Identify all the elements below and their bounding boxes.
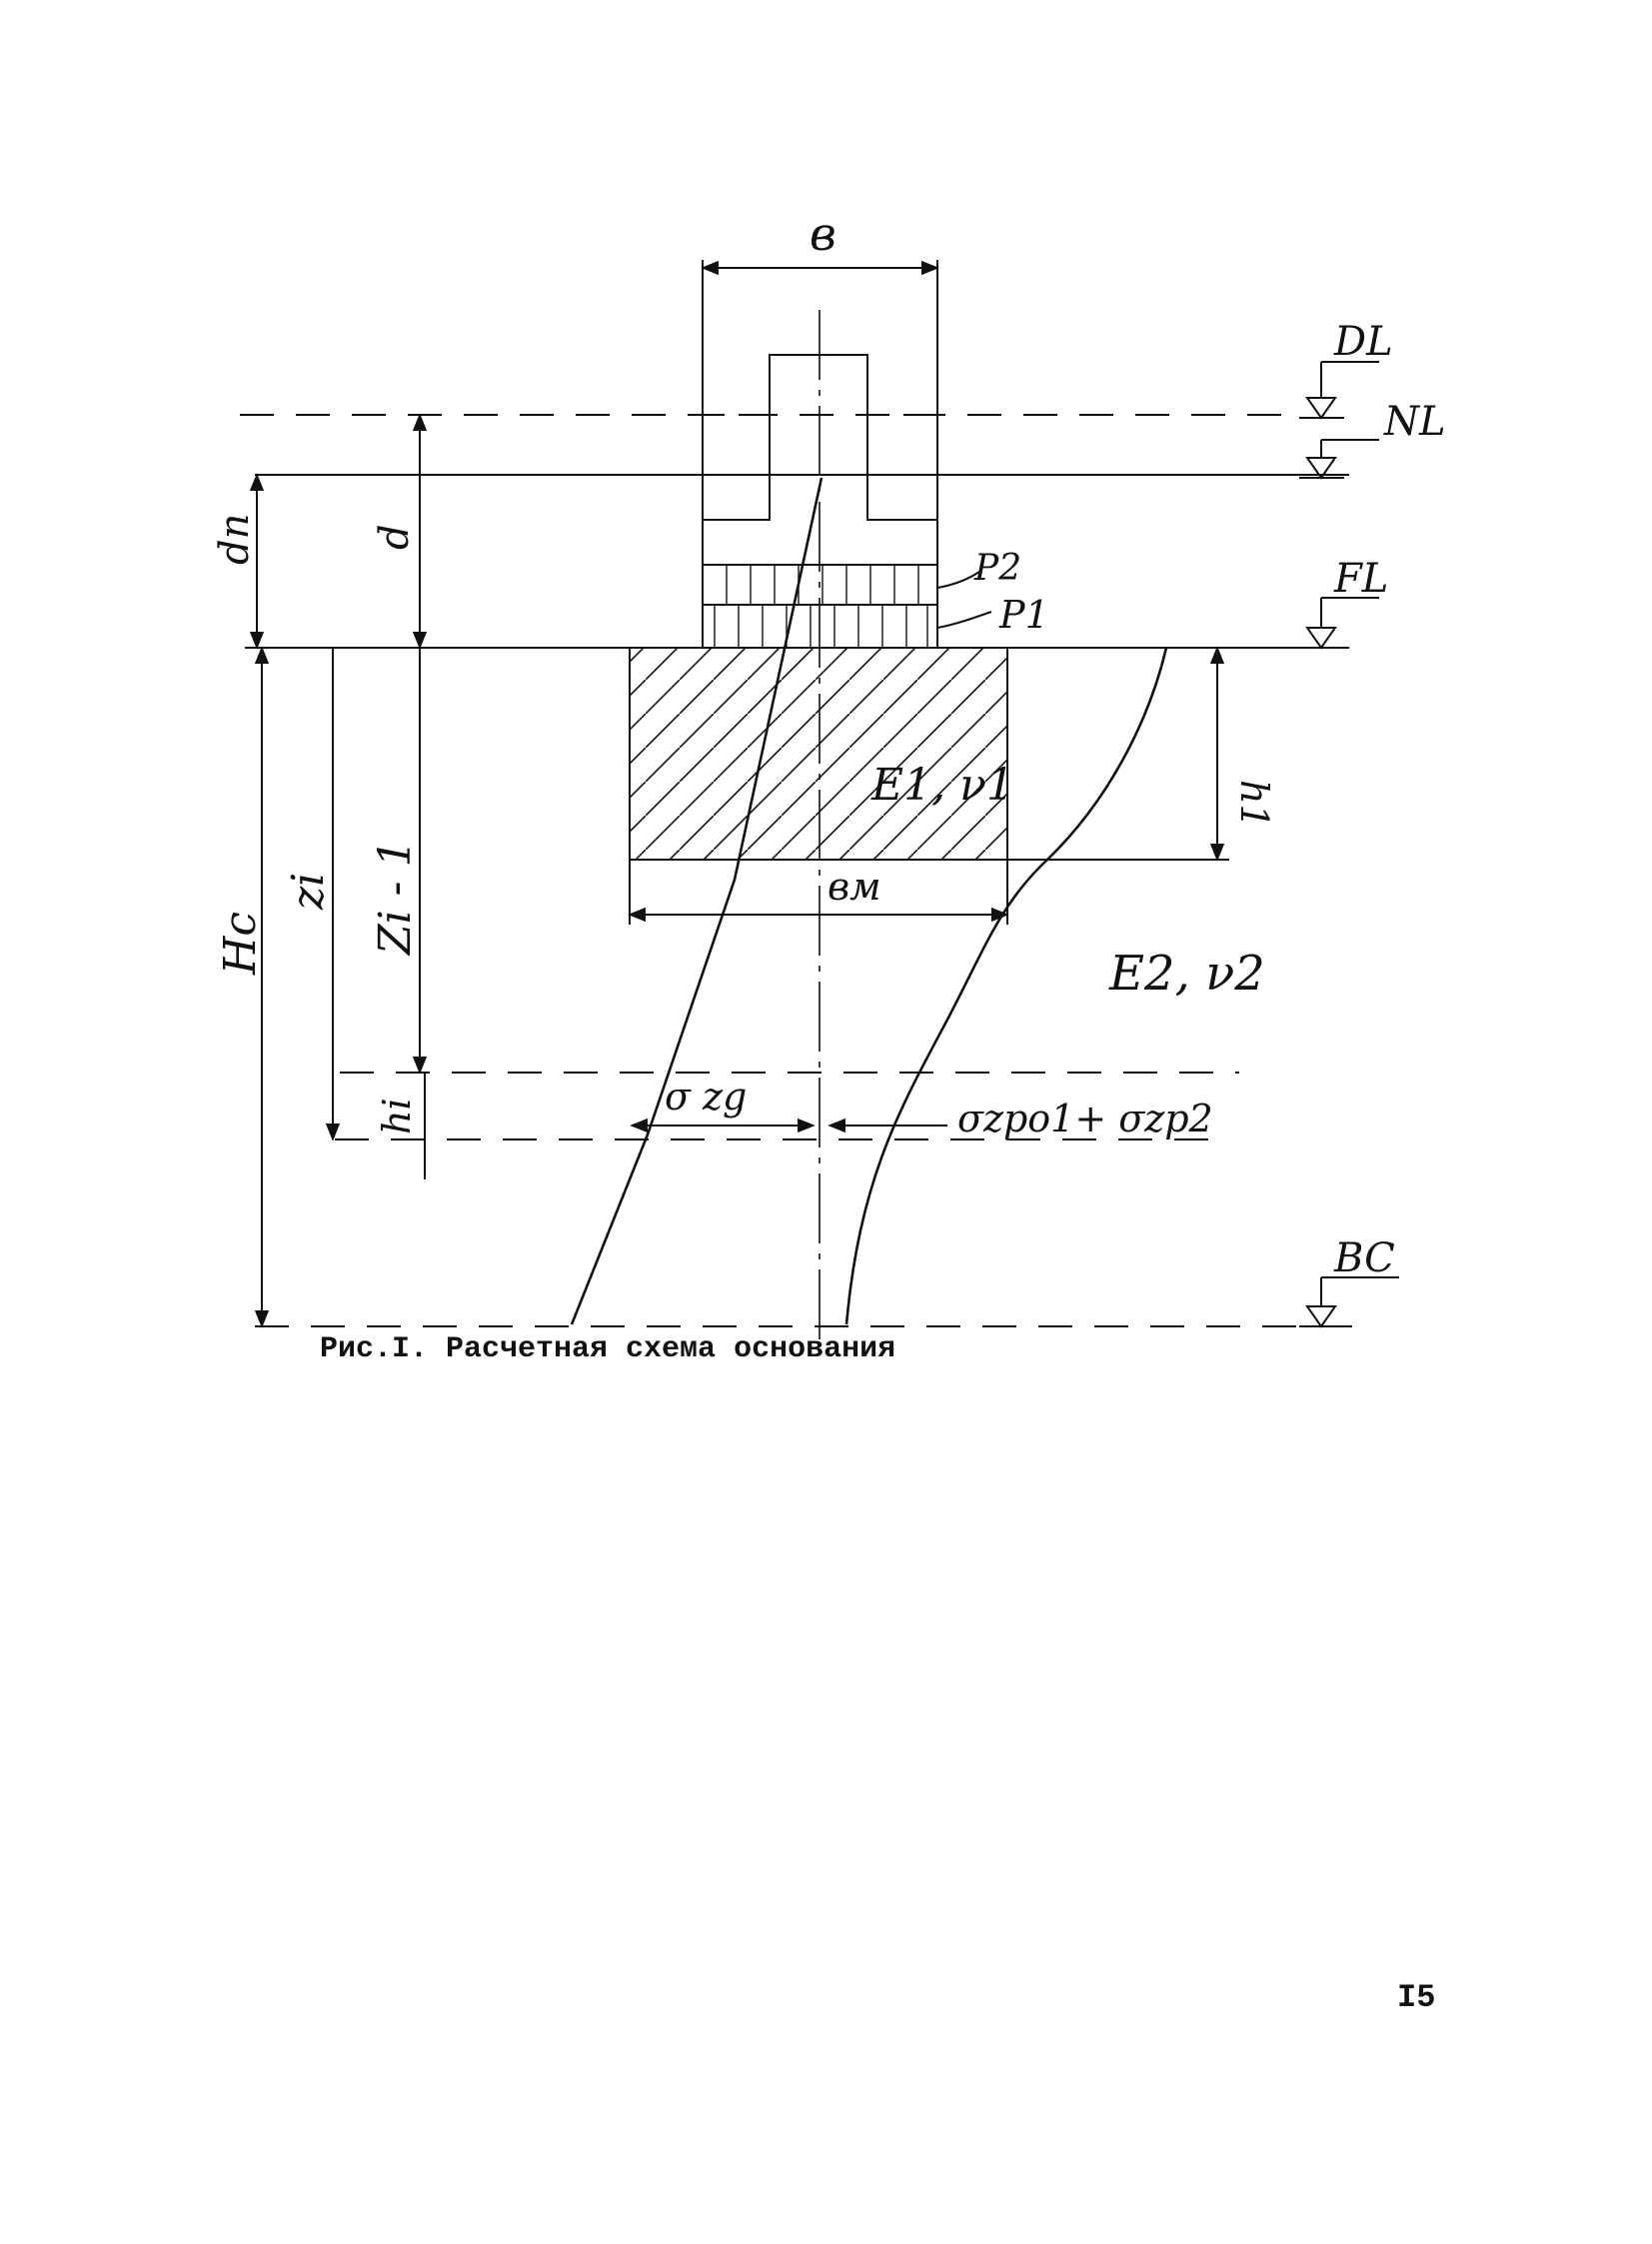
label-p1: P1 [998, 593, 1049, 637]
label-hi: hi [375, 1098, 419, 1134]
label-b: в [810, 207, 836, 261]
label-e1-v1: E1, ν1 [870, 760, 1014, 811]
label-dn: dn [212, 514, 258, 565]
label-sigma-zg: σ zg [665, 1075, 747, 1119]
label-hc: Hc [215, 912, 266, 976]
label-d: d [372, 524, 418, 550]
label-fl: FL [1333, 556, 1388, 602]
label-h1: h1 [1232, 780, 1276, 829]
label-bc: BC [1333, 1235, 1395, 1281]
label-bm: вм [827, 865, 881, 909]
label-e2-v2: E2, ν2 [1108, 946, 1265, 1002]
footing-outline [702, 354, 938, 648]
sigma-zg-curve [570, 477, 824, 1325]
label-zi-1: Zi - 1 [370, 840, 421, 957]
soil-layer-1 [629, 647, 1008, 861]
label-dl: DL [1333, 319, 1393, 365]
level-marker-nl [1299, 439, 1379, 480]
sigma-zp-curve [844, 647, 1168, 1325]
level-marker-bc [1299, 1276, 1399, 1328]
level-marker-fl [1299, 597, 1379, 650]
label-sigma-sum: σzpo1+ σzp2 [957, 1097, 1213, 1140]
label-nl: NL [1383, 399, 1446, 445]
level-marker-dl [1299, 361, 1379, 420]
page-number: I5 [1397, 1979, 1436, 2016]
label-zi: zi [283, 873, 334, 911]
label-p2: P2 [973, 548, 1021, 589]
figure-caption: Рис.I. Расчетная схема основания [320, 1332, 896, 1366]
